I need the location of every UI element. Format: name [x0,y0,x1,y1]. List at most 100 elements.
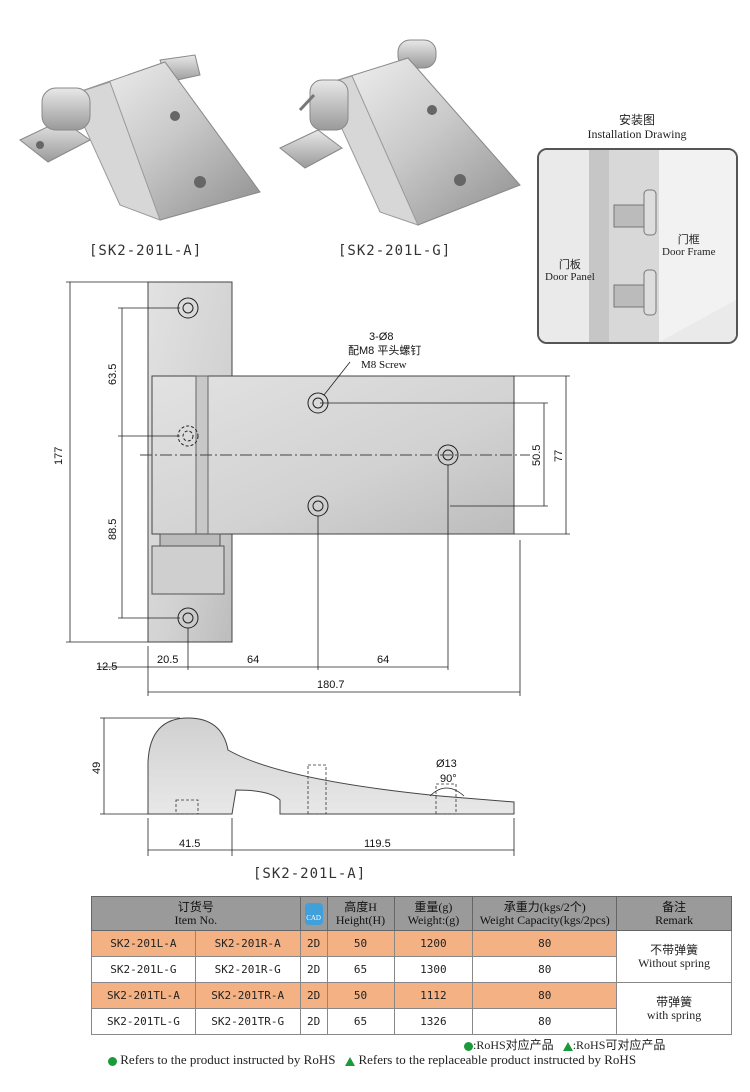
rohs-legend-cn: :RoHS对应产品 :RoHS可对应产品 [464,1036,665,1053]
side-dim-119-5: 119.5 [364,838,391,850]
cell-capacity: 80 [472,1008,618,1035]
rohs-dot-icon [464,1041,473,1051]
remark-2-en: with spring [646,1007,702,1022]
side-view-caption: [SK2-201L-A] [253,866,367,882]
cell-capacity: 80 [472,930,618,957]
door-panel-label-cn: 门板 [558,259,581,271]
header-capacity: 承重力(kgs/2个)Weight Capacity(kgs/2pcs) [472,896,618,931]
cell-right-item: SK2-201R-G [194,956,301,983]
header-weight: 重量(g)Weight:(g) [393,896,474,931]
door-panel-label: 门板 Door Panel [545,259,595,283]
header-height-en: Height(H) [335,912,386,927]
cell-cad[interactable]: 2D [299,1008,328,1035]
cell-cad[interactable]: 2D [299,982,328,1009]
product-photos [19,39,521,226]
cell-right-item: SK2-201R-A [194,930,301,957]
cad-icon: CAD [304,902,323,925]
header-remark-en: Remark [655,912,694,927]
photo-caption-g: [SK2-201L-G] [338,243,452,259]
hinge-photo-g [279,39,521,226]
dim-77: 77 [553,450,565,462]
remark-2-cn: 带弹簧 [656,994,693,1009]
side-dim-41-5: 41.5 [179,838,200,850]
cell-weight: 1200 [393,930,474,957]
rohs-replace-cn-label: :RoHS可对应产品 [572,1038,666,1052]
cell-left-item: SK2-201L-A [91,930,196,957]
hole-note-count: 3-Ø8 [369,331,393,343]
remark-1-cn: 不带弹簧 [650,942,699,957]
rohs-triangle-icon [345,1056,356,1066]
door-plate [151,375,515,535]
dim-63-5: 63.5 [107,364,119,385]
dim-12-5: 12.5 [96,661,117,673]
dim-50-5: 50.5 [531,445,543,466]
cell-weight: 1112 [393,982,474,1009]
cell-cad[interactable]: 2D [299,956,328,983]
header-remark-cn: 备注 [662,899,687,914]
header-cad: CAD [299,896,328,931]
dim-64-b: 64 [377,654,389,666]
hinge-photo-a [19,54,261,221]
table-row: SK2-201TL-G SK2-201TR-G 2D 65 1326 80 [91,1008,732,1035]
cell-capacity: 80 [472,982,618,1009]
rohs-legend-en: Refers to the product instructed by RoHS… [108,1052,636,1068]
door-frame-label-en: Door Frame [662,246,716,258]
header-weight-cn: 重量(g) [414,899,453,914]
dim-88-5: 88.5 [107,519,119,540]
cell-left-item: SK2-201TL-G [91,1008,196,1035]
cell-height: 50 [326,930,395,957]
cell-height: 50 [326,982,395,1009]
cell-right-item: SK2-201TR-A [194,982,301,1009]
table-row: SK2-201L-A SK2-201R-A 2D 50 1200 80 不带弹簧… [91,930,732,983]
rohs-replace-en-label: Refers to the replaceable product instru… [358,1052,637,1067]
cell-capacity: 80 [472,956,618,983]
header-height-cn: 高度H [344,899,377,914]
table-row: SK2-201TL-A SK2-201TR-A 2D 50 1112 80 带弹… [91,982,732,1035]
cell-height: 65 [326,1008,395,1035]
hole-note-screw-cn: 配M8 平头螺钉 [348,344,421,357]
rohs-triangle-icon [562,1041,573,1051]
dim-64-a: 64 [247,654,259,666]
door-frame-label: 门框 Door Frame [662,234,715,258]
rohs-cn-label: :RoHS对应产品 [473,1038,554,1052]
side-profile [147,717,515,815]
table-row: SK2-201L-G SK2-201R-G 2D 65 1300 80 [91,956,732,983]
installation-title-cn: 安装图 [618,113,655,127]
door-panel-label-en: Door Panel [545,271,595,283]
door-frame-label-cn: 门框 [677,234,700,246]
side-dim-49: 49 [91,762,103,774]
rohs-en-label: Refers to the product instructed by RoHS [120,1052,336,1067]
dim-20-5: 20.5 [157,654,178,666]
header-item-en: Item No. [174,912,218,927]
side-dim-dia13: Ø13 [436,758,457,770]
cell-cad[interactable]: 2D [299,930,328,957]
rohs-dot-icon [108,1056,117,1066]
header-capacity-cn: 承重力(kgs/2个) [503,899,586,914]
installation-drawing [537,148,738,344]
photo-caption-a: [SK2-201L-A] [89,243,203,259]
installation-title: 安装图 Installation Drawing [537,113,737,141]
remark-1-en: Without spring [638,955,711,970]
header-weight-en: Weight:(g) [407,912,460,927]
dim-180-7: 180.7 [317,679,345,691]
installation-title-en: Installation Drawing [587,127,687,141]
side-dim-90: 90° [440,773,457,785]
cell-left-item: SK2-201TL-A [91,982,196,1009]
cell-right-item: SK2-201TR-G [194,1008,301,1035]
header-item-cn: 订货号 [177,899,214,914]
dim-177: 177 [53,447,65,465]
cell-weight: 1300 [393,956,474,983]
installation-illustration [539,150,736,342]
side-view-drawing: 49 Ø13 90° 41.5 119.5 [91,717,515,856]
header-capacity-en: Weight Capacity(kgs/2pcs) [479,912,610,927]
cell-weight: 1326 [393,1008,474,1035]
cell-left-item: SK2-201L-G [91,956,196,983]
hole-note-screw-en: M8 Screw [361,359,407,371]
front-view-drawing: 177 63.5 88.5 12.5 20.5 64 64 180.7 50.5… [53,281,570,696]
